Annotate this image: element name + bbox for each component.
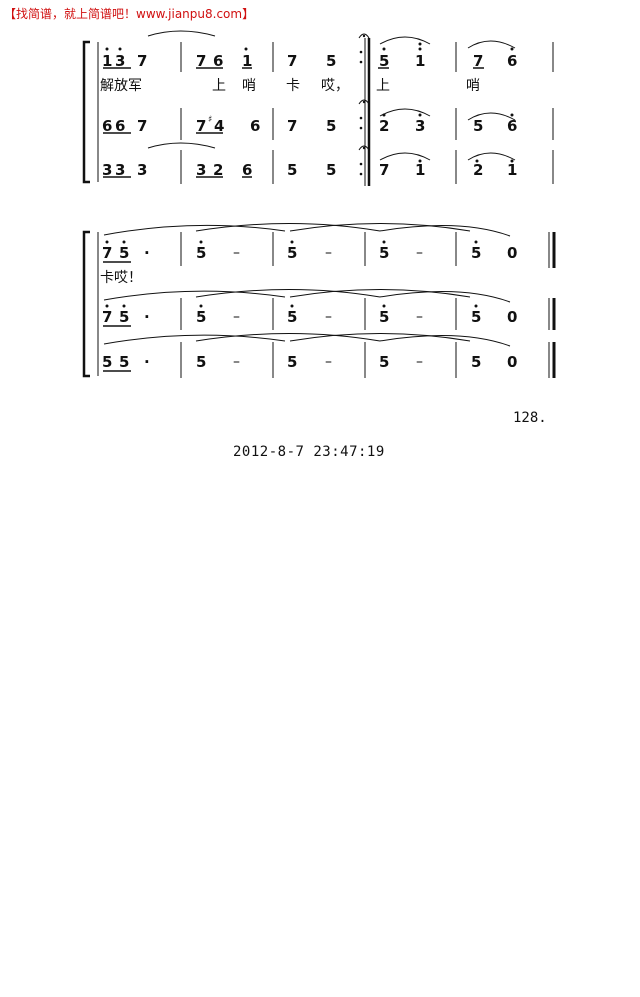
note: 3	[102, 161, 112, 179]
note: 5	[287, 308, 297, 326]
note: 5	[119, 353, 129, 371]
note: 5	[119, 244, 129, 262]
note: 7	[137, 117, 147, 135]
lyric: 解放军	[100, 78, 142, 94]
dash: –	[233, 309, 240, 325]
note: 3	[115, 52, 125, 70]
lyric: 卡哎！	[100, 270, 142, 286]
note: 6	[250, 117, 260, 135]
note: ·	[144, 353, 150, 371]
note: 1	[102, 52, 112, 70]
note: 1	[242, 52, 252, 70]
note: 5	[196, 308, 206, 326]
note: 5	[102, 353, 112, 371]
note: 5	[196, 353, 206, 371]
dash: –	[233, 354, 240, 370]
note: 5	[326, 161, 336, 179]
dash: –	[233, 245, 240, 261]
note: 1	[415, 161, 425, 179]
note: 5	[379, 244, 389, 262]
note: 5	[119, 308, 129, 326]
timestamp: 2012-8-7 23:47:19	[233, 444, 385, 460]
note: 5	[326, 52, 336, 70]
note: 7	[379, 161, 389, 179]
note: 5	[473, 117, 483, 135]
note: 0	[507, 353, 517, 371]
note: ·	[144, 308, 150, 326]
note: 7	[137, 52, 147, 70]
note: 7	[196, 117, 206, 135]
note: 6	[115, 117, 125, 135]
note: 1	[415, 52, 425, 70]
note: 0	[507, 308, 517, 326]
note: 5	[287, 161, 297, 179]
dash: –	[416, 354, 423, 370]
note: 2	[379, 117, 389, 135]
page-number: 128.	[513, 410, 547, 426]
note: 6	[102, 117, 112, 135]
dash: –	[416, 309, 423, 325]
note: 0	[507, 244, 517, 262]
lyric: 哨	[242, 78, 256, 94]
note: 7	[196, 52, 206, 70]
note: 7	[287, 52, 297, 70]
system-2	[82, 223, 556, 378]
sharp-accidental: ♯	[208, 115, 212, 125]
note: 4	[214, 117, 224, 135]
note: 3	[196, 161, 206, 179]
note: 2	[473, 161, 483, 179]
lyric: 上	[212, 78, 226, 94]
note: 5	[379, 308, 389, 326]
dash: –	[325, 354, 332, 370]
note: 3	[415, 117, 425, 135]
note: 5	[326, 117, 336, 135]
note: 6	[507, 117, 517, 135]
note: 5	[471, 244, 481, 262]
note: 7	[287, 117, 297, 135]
note: 5	[196, 244, 206, 262]
note: 6	[213, 52, 223, 70]
note: 3	[115, 161, 125, 179]
note: 6	[242, 161, 252, 179]
music-score: 1 3 7 7 6 1 7 5 5 1 7 6 解放军 上 哨 卡 哎， 上 哨…	[82, 30, 556, 378]
lyric: 上	[376, 78, 390, 94]
note: 5	[471, 353, 481, 371]
note: 6	[507, 52, 517, 70]
lyric: 卡	[286, 78, 300, 94]
lyric: 哎，	[321, 78, 349, 94]
note: ·	[144, 244, 150, 262]
header-banner: 【找简谱，就上简谱吧！www.jianpu8.com】	[4, 7, 255, 21]
note: 1	[507, 161, 517, 179]
note: 7	[473, 52, 483, 70]
note: 7	[102, 244, 112, 262]
note: 5	[287, 353, 297, 371]
dash: –	[325, 245, 332, 261]
note: 3	[137, 161, 147, 179]
note: 7	[102, 308, 112, 326]
note: 5	[287, 244, 297, 262]
note: 2	[213, 161, 223, 179]
dash: –	[325, 309, 332, 325]
note: 5	[379, 353, 389, 371]
lyric: 哨	[466, 78, 480, 94]
note: 5	[379, 52, 389, 70]
dash: –	[416, 245, 423, 261]
note: 5	[471, 308, 481, 326]
